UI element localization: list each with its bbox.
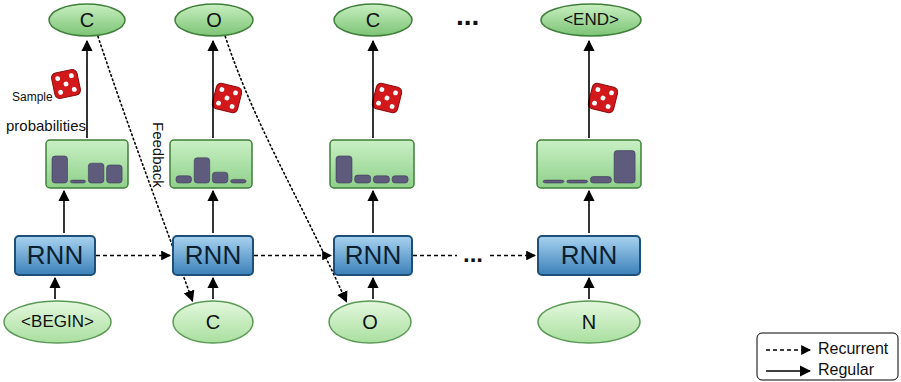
dice-icon — [211, 82, 243, 114]
probability-box — [537, 140, 641, 188]
regular-connector — [372, 278, 374, 299]
regular-connector — [212, 278, 214, 299]
legend-box — [757, 333, 898, 380]
regular-arrows — [64, 41, 589, 233]
dice-icon — [51, 69, 82, 100]
node-text: C — [80, 9, 94, 32]
node-text: RNN — [27, 240, 83, 271]
output-token: C — [333, 3, 413, 37]
recurrent-connector — [254, 255, 331, 256]
rnn-box: RNN — [14, 235, 96, 276]
ellipsis: ... — [457, 239, 489, 269]
node-text: C — [366, 9, 380, 32]
regular-connector — [54, 278, 56, 299]
probability-box — [170, 140, 252, 188]
node-text: C — [206, 311, 220, 334]
node-text: <BEGIN> — [21, 312, 94, 332]
input-token: <BEGIN> — [3, 300, 112, 344]
regular-connector — [588, 278, 590, 299]
legend-regular-sample — [766, 370, 810, 372]
node-text: <END> — [563, 10, 619, 30]
ellipsis: ... — [456, 0, 479, 32]
output-token: O — [174, 3, 254, 37]
dice-icon — [587, 82, 619, 114]
node-text: N — [582, 311, 596, 334]
node-text: RNN — [185, 240, 241, 271]
legend-text: Regular — [818, 361, 874, 379]
probabilities-label: probabilities — [6, 117, 86, 134]
node-text: O — [362, 311, 378, 334]
probability-box — [46, 140, 128, 188]
rnn-box: RNN — [333, 235, 413, 276]
output-token: C — [48, 3, 126, 37]
node-text: RNN — [345, 240, 401, 271]
dice-icon — [371, 82, 403, 114]
rnn-box: RNN — [172, 235, 254, 276]
input-token: O — [328, 300, 412, 344]
input-token: C — [172, 300, 254, 344]
legend-recurrent-sample — [766, 349, 810, 350]
recurrent-connector — [96, 255, 170, 256]
output-token: <END> — [540, 3, 642, 37]
feedback-label: Feedback — [150, 122, 167, 188]
node-text: RNN — [561, 240, 617, 271]
rnn-box: RNN — [537, 235, 641, 276]
sample-label: Sample — [12, 90, 53, 104]
legend-text: Recurrent — [818, 340, 888, 358]
input-token: N — [537, 300, 641, 344]
node-text: O — [206, 9, 222, 32]
probability-box — [330, 140, 414, 188]
